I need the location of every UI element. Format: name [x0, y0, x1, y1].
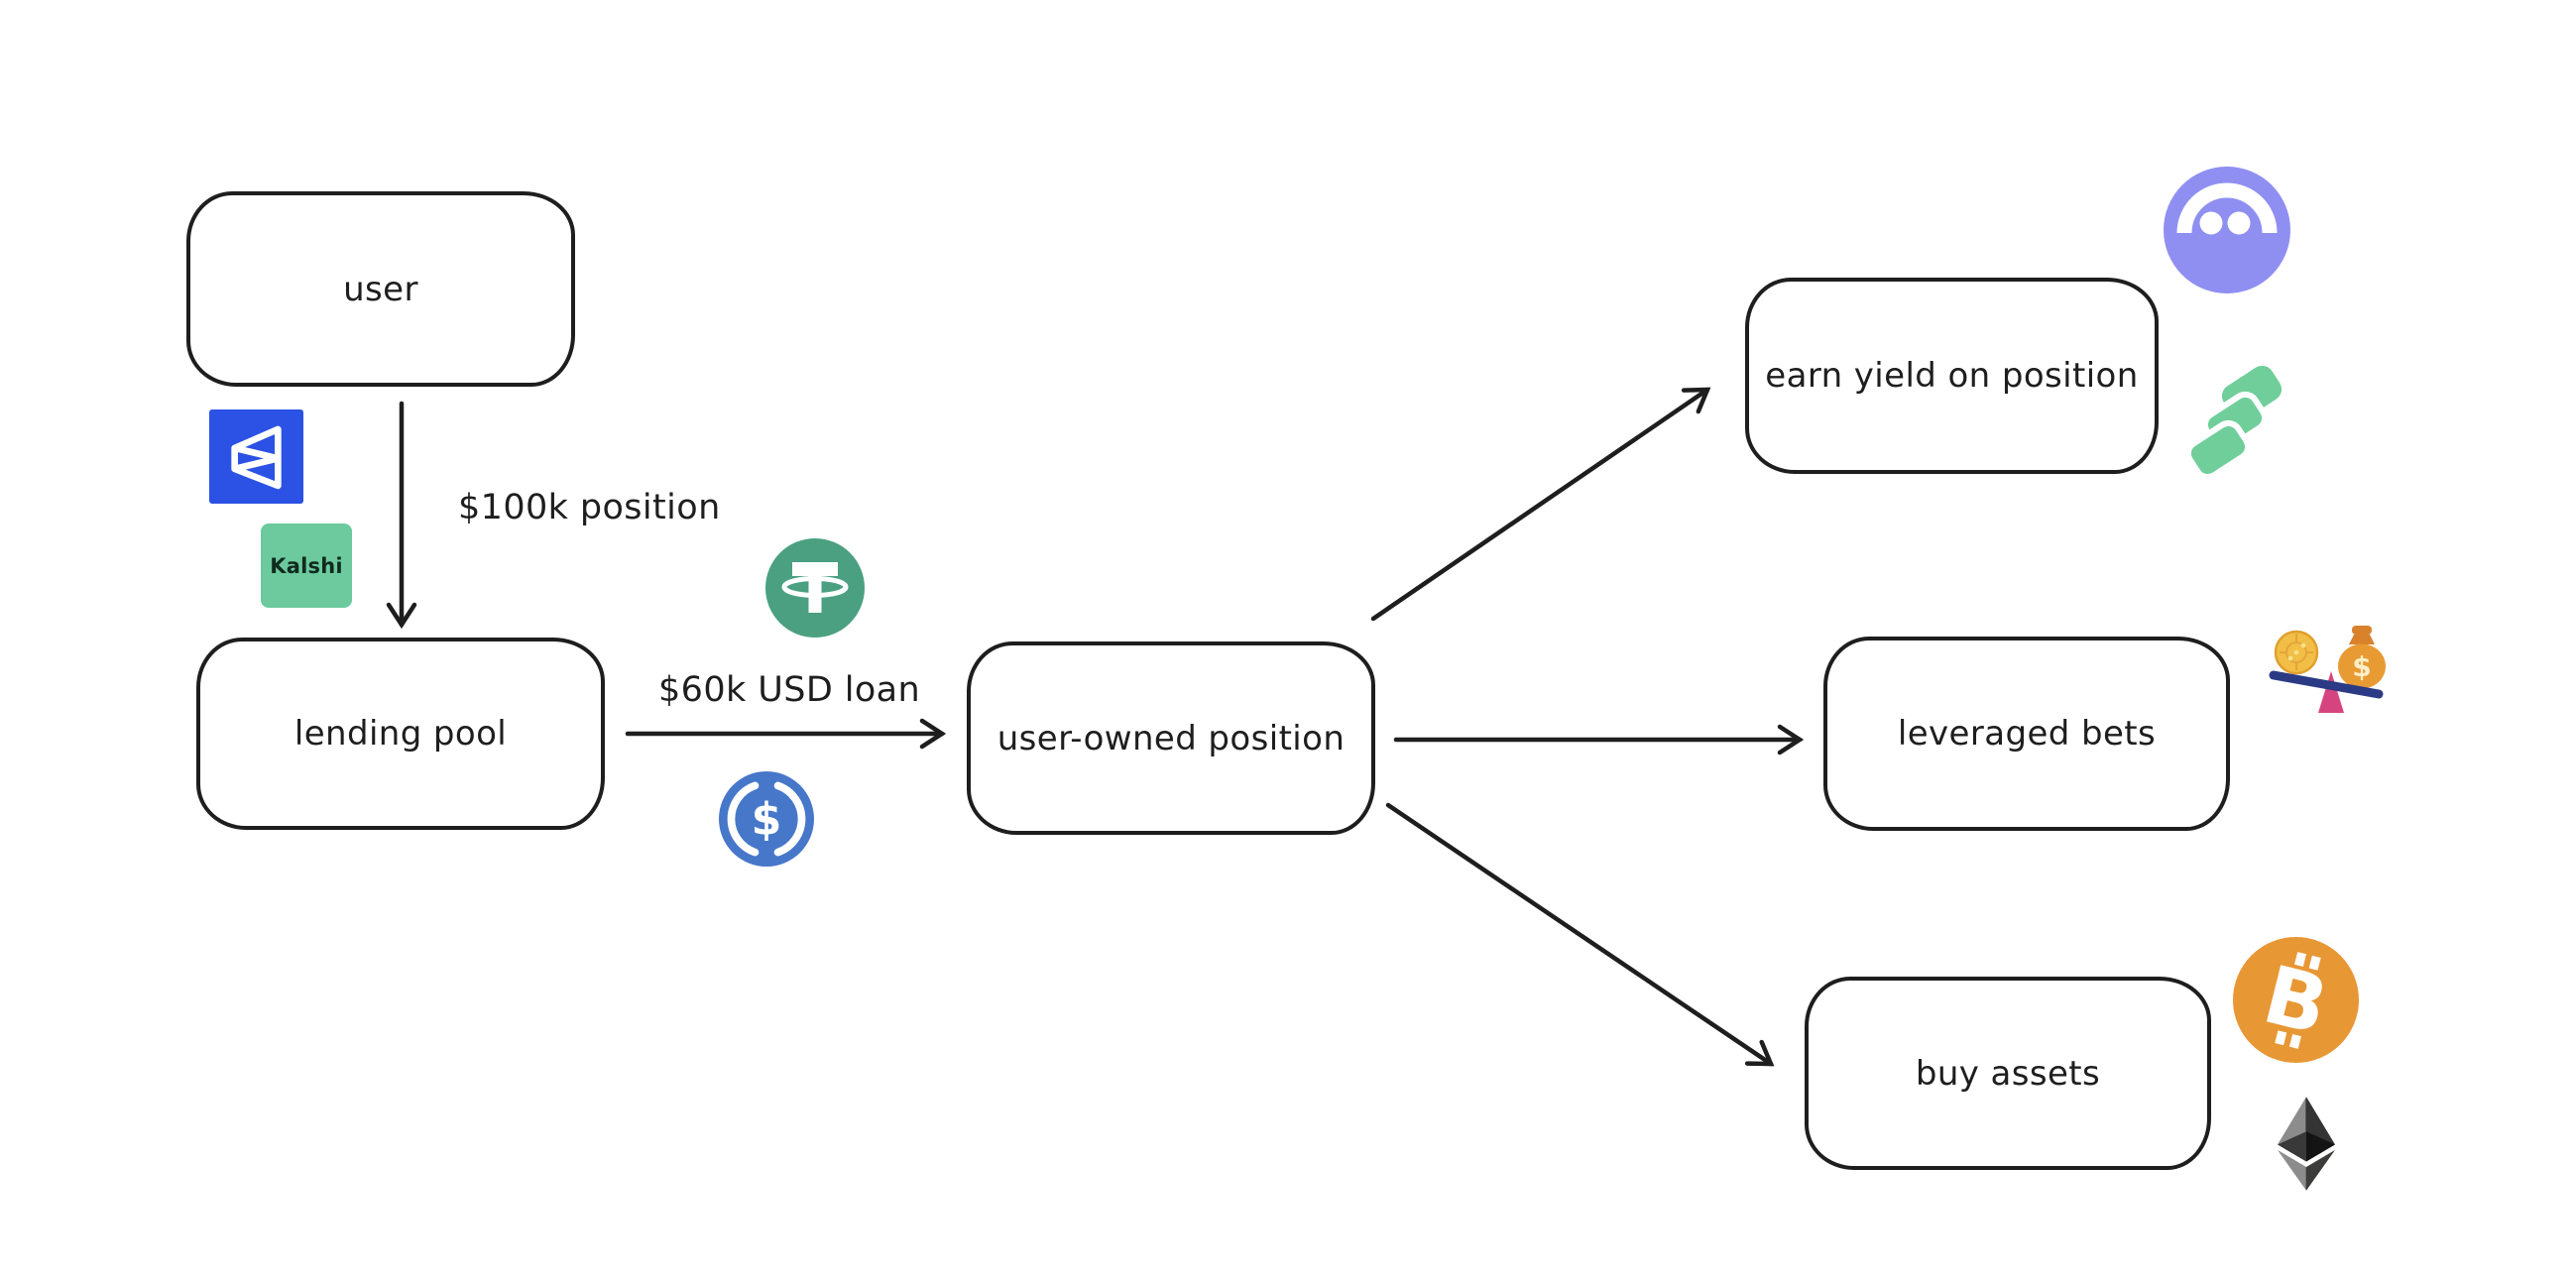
node-lending-pool[interactable]: lending pool	[196, 638, 605, 830]
kalshi-icon[interactable]: Kalshi	[261, 524, 352, 608]
node-user-owned-position[interactable]: user-owned position	[967, 641, 1375, 835]
leverage-seesaw-icon[interactable]: $	[2268, 626, 2389, 717]
money-bag-dollar-glyph: $	[2352, 650, 2371, 683]
arrow-position-to-earn-yield[interactable]	[1370, 390, 1707, 622]
node-buy-assets[interactable]: buy assets	[1805, 977, 2211, 1170]
edge-label-100k-position[interactable]: $100k position	[458, 488, 721, 527]
kalshi-icon-label: Kalshi	[270, 553, 343, 578]
node-lending-pool-label: lending pool	[293, 714, 508, 754]
node-leveraged-bets-label: leveraged bets	[1897, 714, 2157, 754]
node-earn-yield-label: earn yield on position	[1765, 356, 2139, 396]
moonwell-icon[interactable]	[2164, 167, 2290, 293]
ethereum-icon[interactable]	[2278, 1097, 2335, 1191]
node-buy-assets-label: buy assets	[1915, 1053, 2101, 1094]
usdc-dollar-glyph: $	[752, 794, 782, 845]
tether-icon[interactable]	[765, 538, 865, 638]
node-user-owned-position-label: user-owned position	[996, 718, 1346, 758]
usdc-icon[interactable]: $	[719, 771, 814, 867]
compound-icon[interactable]	[2185, 360, 2286, 483]
node-user[interactable]: user	[186, 191, 575, 387]
edge-label-60k-usd-loan[interactable]: $60k USD loan	[658, 670, 921, 710]
node-leveraged-bets[interactable]: leveraged bets	[1823, 637, 2230, 831]
node-user-label: user	[343, 269, 418, 309]
node-earn-yield[interactable]: earn yield on position	[1745, 278, 2159, 474]
polymarket-icon[interactable]	[209, 409, 303, 504]
bitcoin-icon[interactable]: B	[2233, 937, 2359, 1063]
arrow-position-to-buy-assets[interactable]	[1385, 802, 1771, 1064]
